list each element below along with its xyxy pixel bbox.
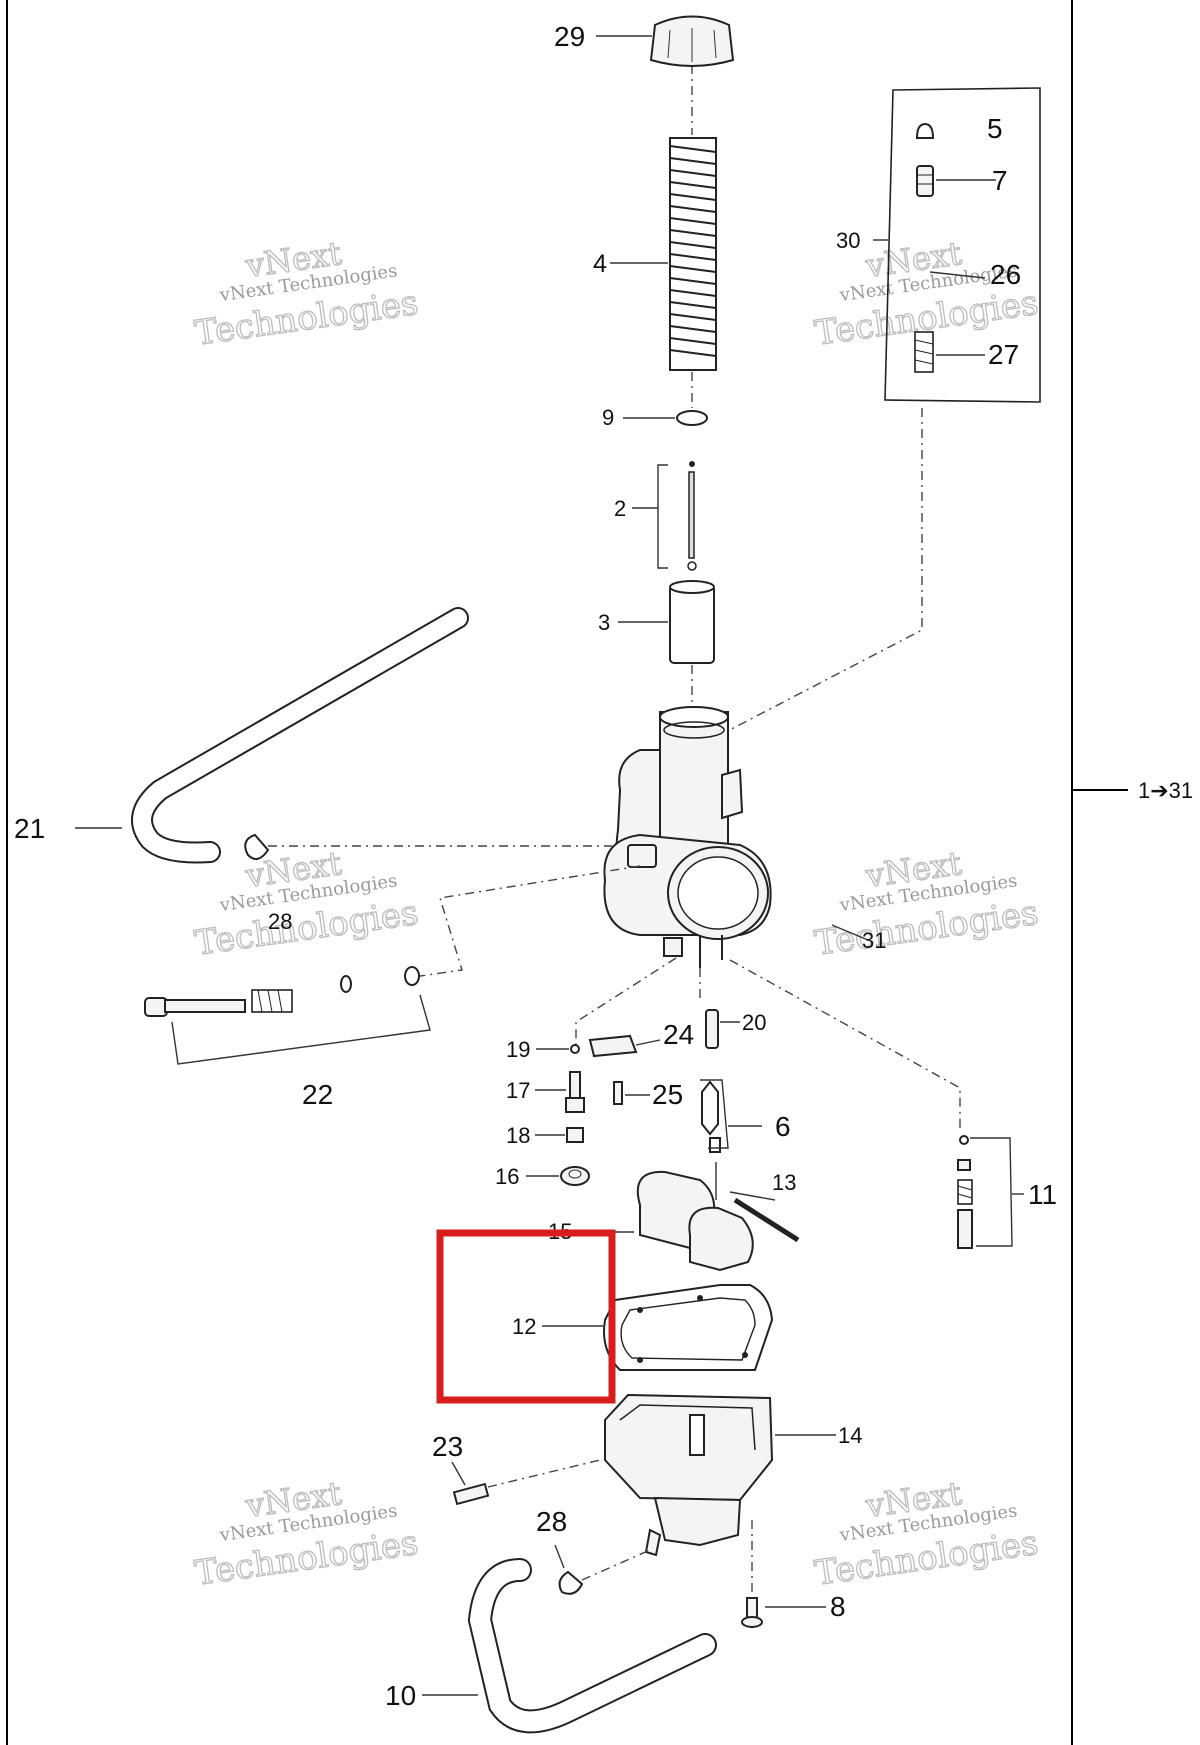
part-jet-assembly-11 [957,1135,973,1249]
callout-6: 6 [775,1111,791,1142]
part-16 [560,1166,590,1186]
part-gasket-12 [603,1284,774,1371]
assembly-range-label: 1➔31 [1138,778,1193,803]
callout-21: 21 [14,813,45,844]
callout-31: 31 [862,928,886,953]
part-plate-24 [588,1034,638,1058]
callout-26: 26 [990,259,1021,290]
part-screw-7 [916,165,934,197]
callout-2: 2 [614,496,626,521]
callout-28-upper: 28 [268,909,292,934]
sub-assembly-box [884,87,1041,403]
part-needle-valve-6 [701,1080,721,1153]
part-float-15 [636,1162,754,1272]
callout-18: 18 [506,1123,530,1148]
callout-12: 12 [512,1314,536,1339]
callout-5: 5 [987,113,1003,144]
callout-8: 8 [830,1591,846,1622]
callout-11: 11 [1028,1179,1057,1210]
part-jet-20 [705,1009,719,1049]
part-slide-3 [669,580,715,664]
callout-25: 25 [652,1079,683,1110]
part-hose-21 [131,607,469,864]
part-cap-29 [649,15,735,67]
part-float-bowl-14 [604,1393,774,1557]
callout-16: 16 [495,1164,519,1189]
callout-22: 22 [302,1079,333,1110]
callout-13: 13 [772,1170,796,1195]
part-needle-2 [687,461,697,571]
leader-body-to-19 [575,957,677,1048]
highlight-box-part-12 [436,1229,616,1404]
callout-9: 9 [602,405,614,430]
part-18 [566,1127,584,1143]
callout-17: 17 [506,1078,530,1103]
diagram-frame [6,0,1128,1745]
part-pin-13 [733,1197,800,1243]
part-clip-28-upper [244,833,270,860]
part-clip-28-lower [558,1570,584,1595]
watermark-top-right: vNext vNext Technologies Technologies [812,233,1042,354]
part-spring-4 [669,137,717,371]
callout-4: 4 [593,250,607,278]
part-19 [570,1044,580,1054]
part-jet-17 [565,1071,585,1113]
leader-box-to-body [719,408,923,736]
callout-29: 29 [554,21,585,52]
callout-24: 24 [663,1019,694,1050]
callout-7: 7 [992,165,1008,196]
callout-19: 19 [506,1037,530,1062]
part-cap-5 [915,122,935,139]
part-pilot-screw-22 [144,966,420,1017]
callout-3: 3 [598,610,610,635]
watermark-mid-right: vNext vNext Technologies Technologies [812,843,1042,964]
callout-23: 23 [432,1431,463,1462]
callout-27: 27 [988,339,1019,370]
part-spring-27 [914,331,934,373]
watermark-top-left: vNext vNext Technologies Technologies [192,233,422,354]
part-screw-25 [613,1081,623,1105]
watermark-bottom-right: vNext vNext Technologies Technologies [812,1473,1042,1594]
leader-body-to-11 [729,959,961,1130]
watermark-bottom-left: vNext vNext Technologies Technologies [192,1473,422,1594]
callout-10: 10 [385,1680,416,1711]
callout-14: 14 [838,1423,862,1448]
part-carburetor-body [603,706,772,968]
part-clip-9 [676,410,708,426]
part-screw-8 [741,1597,763,1628]
callout-30: 30 [836,228,860,253]
callout-20: 20 [742,1010,766,1035]
callout-28-lower: 28 [536,1506,567,1537]
part-drain-screw-23 [452,1482,490,1506]
part-hose-10 [467,1558,717,1734]
